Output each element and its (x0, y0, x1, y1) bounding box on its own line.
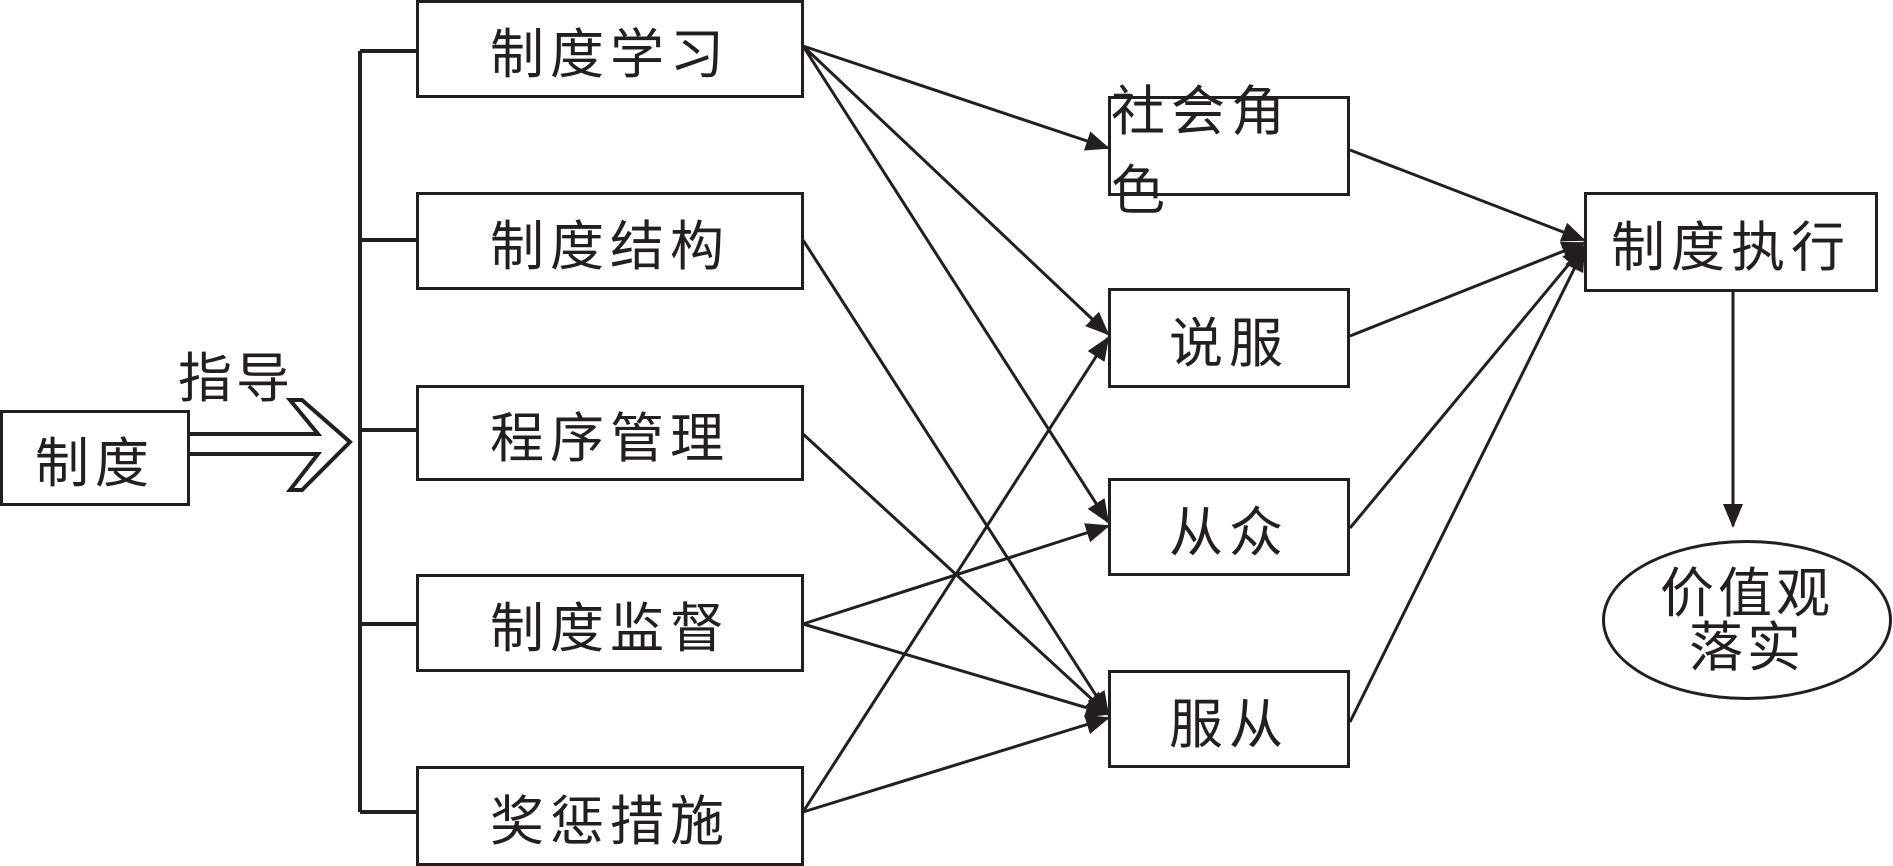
guide-label: 指导 (178, 347, 294, 410)
mechanism-label: 制度结构 (490, 214, 730, 278)
mechanism-node-structure: 制度结构 (416, 192, 804, 290)
edge-reward-obedience (802, 714, 1110, 814)
mechanism-label: 制度监督 (490, 596, 730, 660)
outcome-line2: 落实 (1689, 616, 1805, 679)
edge-structure-obedience (801, 239, 1110, 716)
edge-learning-conformity (801, 45, 1110, 524)
edge-conformity-execution (1348, 244, 1586, 529)
pathway-node-obedience: 服从 (1108, 670, 1350, 768)
edge-persuasion-execution (1349, 241, 1586, 338)
pathway-node-persuasion: 说服 (1108, 288, 1350, 388)
mechanism-label: 程序管理 (490, 406, 730, 470)
source-node: 制度 (0, 410, 190, 506)
edge-obedience-execution (1348, 247, 1586, 723)
edge-reward-persuasion (801, 336, 1110, 813)
guide-arrow (188, 398, 353, 492)
pathway-edges (1348, 148, 1586, 723)
mechanism-edges (801, 44, 1110, 814)
mechanism-label: 制度学习 (490, 22, 730, 86)
mechanism-node-supervision: 制度监督 (416, 574, 804, 672)
execution-node: 制度执行 (1584, 192, 1878, 292)
edge-learning-persuasion (801, 44, 1110, 336)
bracket (358, 49, 418, 814)
mechanism-label: 奖惩措施 (490, 789, 730, 853)
mechanism-node-learning: 制度学习 (416, 0, 804, 98)
pathway-node-conformity: 从众 (1108, 478, 1350, 576)
pathway-label: 社会角色 (1111, 80, 1291, 222)
source-label: 制度 (35, 431, 155, 495)
pathway-label: 服从 (1169, 692, 1289, 756)
edge-learning-role (802, 44, 1110, 151)
edge-supervision-obedience (802, 622, 1110, 718)
pathway-label: 说服 (1169, 311, 1289, 375)
pathway-node-role: 社会角色 (1108, 80, 1350, 222)
outcome-line1: 价值观 (1660, 562, 1834, 625)
mechanism-node-reward: 奖惩措施 (416, 766, 804, 866)
pathway-label: 从众 (1169, 500, 1289, 564)
edge-role-execution (1349, 148, 1586, 242)
execution-label: 制度执行 (1611, 215, 1851, 279)
outcome-node: 价值观 落实 (1602, 540, 1892, 700)
mechanism-node-procedure: 程序管理 (416, 385, 804, 481)
